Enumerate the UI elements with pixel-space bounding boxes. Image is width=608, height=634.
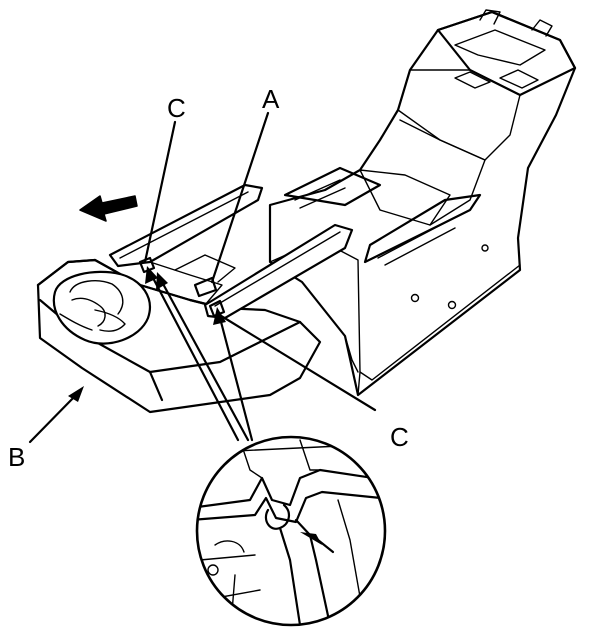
label-b: B <box>8 442 25 472</box>
console-body <box>268 9 577 397</box>
leader-c-right <box>216 312 377 412</box>
direction-arrow-icon <box>79 195 138 222</box>
label-c-right: C <box>390 422 409 452</box>
leader-c-left <box>143 120 177 264</box>
callout-leaders <box>28 111 377 444</box>
leader-b <box>28 391 80 444</box>
labels: C A B C <box>8 84 409 472</box>
label-c-left: C <box>167 93 186 123</box>
label-a: A <box>262 84 280 114</box>
leader-b-arrowhead <box>68 386 84 402</box>
leader-a <box>210 111 270 284</box>
detail-magnifier-icon <box>195 435 387 627</box>
